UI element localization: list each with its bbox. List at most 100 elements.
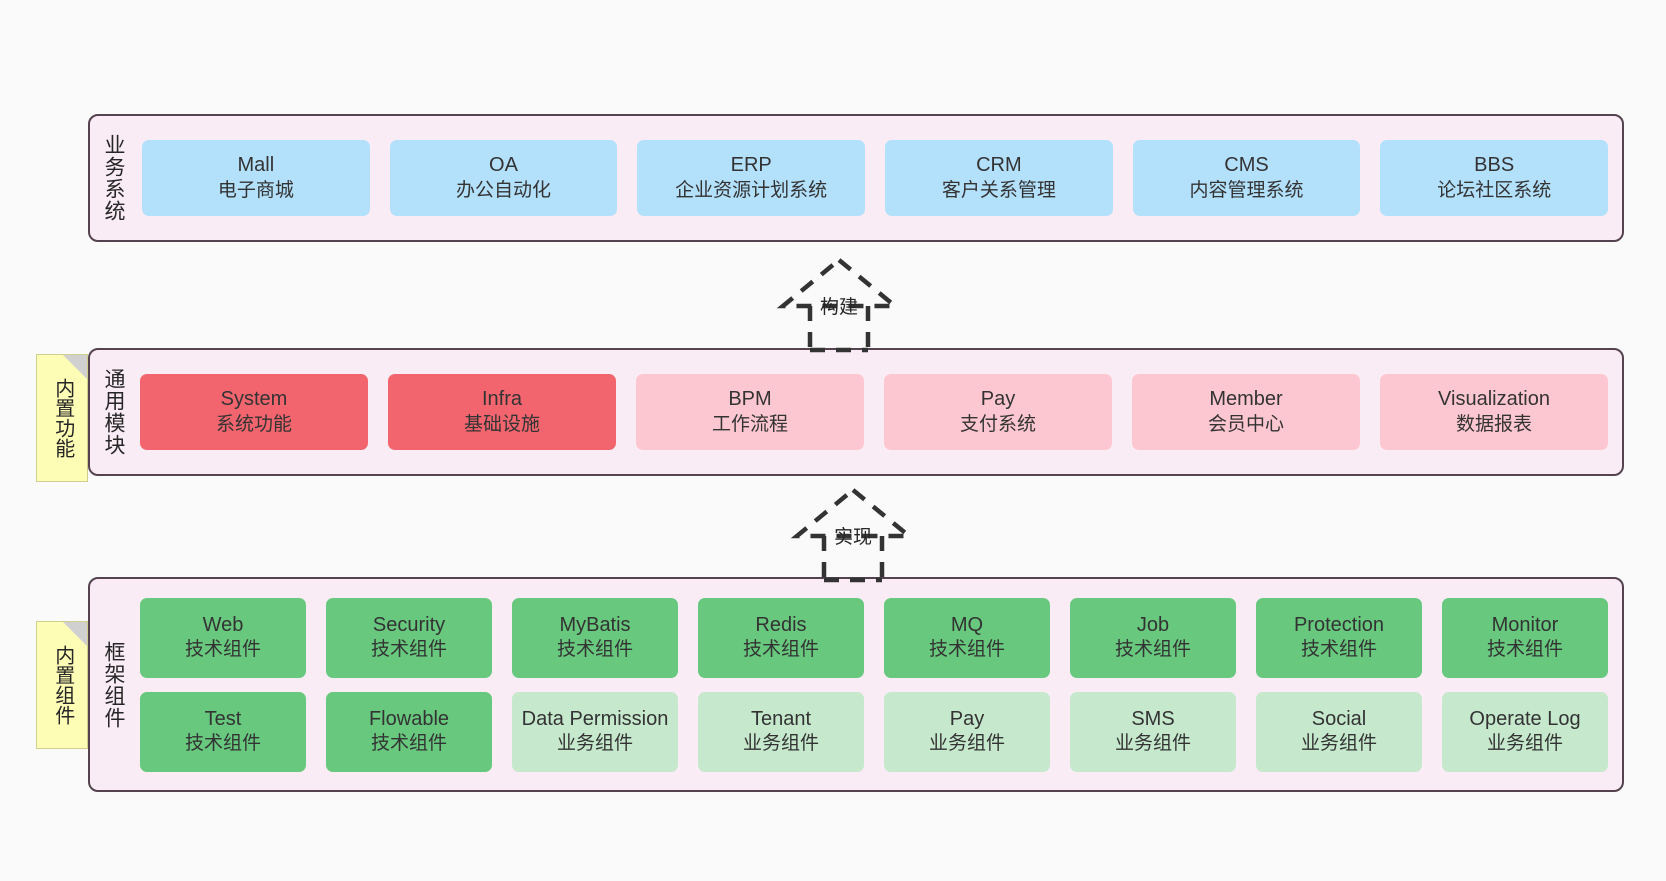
note-builtin-function: 内置功能: [36, 354, 88, 482]
node-infra[interactable]: Infra 基础设施: [388, 374, 616, 450]
node-social[interactable]: Social 业务组件: [1256, 691, 1422, 772]
node-title: Redis: [755, 613, 807, 636]
node-subtitle: 支付系统: [959, 413, 1036, 435]
node-title: Mall: [237, 154, 275, 177]
generalization-arrow-icon: [790, 487, 916, 583]
node-title: SMS: [1131, 707, 1175, 730]
node-title: Flowable: [368, 707, 450, 730]
node-title: Protection: [1293, 613, 1385, 636]
note-label: 内置功能: [51, 378, 74, 458]
node-web[interactable]: Web 技术组件: [140, 597, 306, 678]
node-title: System: [220, 388, 288, 411]
node-mybatis[interactable]: MyBatis 技术组件: [512, 597, 678, 678]
node-redis[interactable]: Redis 技术组件: [698, 597, 864, 678]
layer-body-business-system: Mall 电子商城 OA 办公自动化 ERP 企业资源计划系统 CRM 客户关系…: [136, 116, 1622, 240]
node-subtitle: 技术组件: [184, 639, 261, 661]
node-subtitle: 技术组件: [184, 733, 261, 755]
node-data-permission[interactable]: Data Permission 业务组件: [512, 691, 678, 772]
node-title: Pay: [980, 388, 1016, 411]
node-subtitle: 业务组件: [1486, 733, 1563, 755]
node-subtitle: 企业资源计划系统: [675, 179, 828, 201]
node-title: Web: [202, 613, 244, 636]
node-operate-log[interactable]: Operate Log 业务组件: [1442, 691, 1608, 772]
node-test[interactable]: Test 技术组件: [140, 691, 306, 772]
node-title: Operate Log: [1469, 707, 1581, 730]
node-subtitle: 业务组件: [928, 733, 1005, 755]
node-title: Tenant: [750, 707, 812, 730]
node-subtitle: 系统功能: [215, 413, 292, 435]
node-title: MQ: [950, 613, 984, 636]
node-subtitle: 论坛社区系统: [1437, 179, 1552, 201]
node-title: Pay: [949, 707, 985, 730]
node-title: Monitor: [1491, 613, 1559, 636]
node-member[interactable]: Member 会员中心: [1132, 374, 1360, 450]
layer-row: Web 技术组件 Security 技术组件 MyBatis 技术组件 Redi…: [140, 597, 1608, 678]
layer-common-module: 通用模块 System 系统功能 Infra 基础设施 BPM 工作流程 Pay…: [88, 348, 1624, 476]
node-security[interactable]: Security 技术组件: [326, 597, 492, 678]
node-monitor[interactable]: Monitor 技术组件: [1442, 597, 1608, 678]
node-oa[interactable]: OA 办公自动化: [389, 140, 618, 216]
node-subtitle: 电子商城: [217, 179, 294, 201]
node-title: Member: [1209, 388, 1283, 411]
node-subtitle: 技术组件: [1300, 639, 1377, 661]
node-title: ERP: [730, 154, 772, 177]
page-fold-icon: [63, 355, 87, 379]
node-subtitle: 技术组件: [928, 639, 1005, 661]
node-pay-business[interactable]: Pay 业务组件: [884, 691, 1050, 772]
node-subtitle: 工作流程: [711, 413, 788, 435]
node-title: CMS: [1224, 154, 1269, 177]
node-title: BBS: [1474, 154, 1515, 177]
node-subtitle: 基础设施: [463, 413, 540, 435]
node-subtitle: 技术组件: [742, 639, 819, 661]
layer-title-common-module: 通用模块: [102, 368, 126, 456]
node-visualization[interactable]: Visualization 数据报表: [1380, 374, 1608, 450]
node-flowable[interactable]: Flowable 技术组件: [326, 691, 492, 772]
node-title: Data Permission: [521, 707, 669, 730]
node-sms[interactable]: SMS 业务组件: [1070, 691, 1236, 772]
node-subtitle: 技术组件: [370, 733, 447, 755]
node-subtitle: 技术组件: [556, 639, 633, 661]
layer-title-framework-component: 框架组件: [102, 640, 126, 729]
note-builtin-component: 内置组件: [36, 621, 88, 749]
node-subtitle: 会员中心: [1207, 413, 1284, 435]
connector-label: 实现: [833, 527, 872, 548]
node-subtitle: 技术组件: [1486, 639, 1563, 661]
layer-row: Mall 电子商城 OA 办公自动化 ERP 企业资源计划系统 CRM 客户关系…: [142, 140, 1609, 216]
layer-title-business-system: 业务系统: [102, 134, 126, 222]
layer-row: System 系统功能 Infra 基础设施 BPM 工作流程 Pay 支付系统…: [140, 374, 1608, 450]
layer-body-common-module: System 系统功能 Infra 基础设施 BPM 工作流程 Pay 支付系统…: [136, 350, 1622, 474]
connector-implement: 实现: [758, 486, 948, 583]
node-mall[interactable]: Mall 电子商城: [142, 140, 370, 216]
node-subtitle: 办公自动化: [456, 179, 552, 201]
node-subtitle: 业务组件: [1114, 733, 1191, 755]
node-tenant[interactable]: Tenant 业务组件: [698, 691, 864, 772]
node-bbs[interactable]: BBS 论坛社区系统: [1380, 140, 1609, 216]
node-job[interactable]: Job 技术组件: [1070, 597, 1236, 678]
node-cms[interactable]: CMS 内容管理系统: [1132, 140, 1361, 216]
layer-row: Test 技术组件 Flowable 技术组件 Data Permission …: [140, 691, 1608, 772]
node-bpm[interactable]: BPM 工作流程: [636, 374, 864, 450]
layer-business-system: 业务系统 Mall 电子商城 OA 办公自动化 ERP 企业资源计划系统 CRM…: [88, 114, 1624, 242]
node-system[interactable]: System 系统功能: [140, 374, 368, 450]
node-title: BPM: [728, 388, 772, 411]
node-mq[interactable]: MQ 技术组件: [884, 597, 1050, 678]
layer-framework-component: 框架组件 Web 技术组件 Security 技术组件 MyBatis 技术组件…: [88, 577, 1624, 792]
node-subtitle: 业务组件: [556, 733, 633, 755]
node-protection[interactable]: Protection 技术组件: [1256, 597, 1422, 678]
node-title: CRM: [976, 154, 1022, 177]
node-title: Test: [204, 707, 242, 730]
node-subtitle: 内容管理系统: [1189, 179, 1304, 201]
node-title: Infra: [481, 388, 523, 411]
node-subtitle: 技术组件: [1114, 639, 1191, 661]
node-crm[interactable]: CRM 客户关系管理: [885, 140, 1113, 216]
node-title: Visualization: [1438, 388, 1550, 411]
node-erp[interactable]: ERP 企业资源计划系统: [637, 140, 866, 216]
connector-build: 构建: [744, 256, 934, 353]
node-title: Social: [1311, 707, 1367, 730]
node-title: Job: [1136, 613, 1170, 636]
node-subtitle: 客户关系管理: [941, 179, 1056, 201]
note-label: 内置组件: [51, 645, 74, 725]
node-pay[interactable]: Pay 支付系统: [884, 374, 1112, 450]
node-title: MyBatis: [559, 613, 631, 636]
